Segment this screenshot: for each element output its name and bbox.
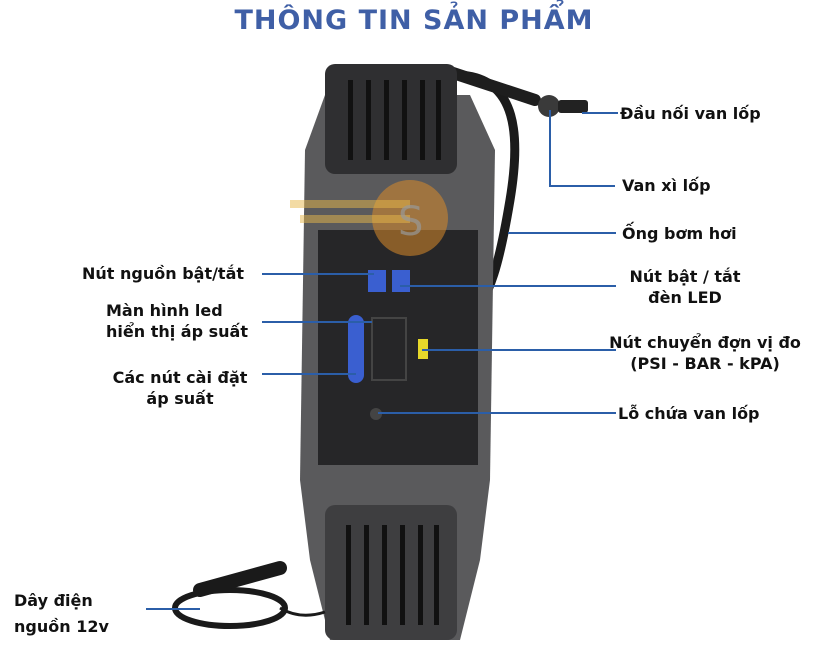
label-led-screen-line2: hiển thị áp suất: [106, 322, 248, 341]
leader-line-power-button: [262, 273, 374, 275]
label-power-cord-line2: nguồn 12v: [14, 617, 109, 636]
label-valve-storage: Lỗ chứa van lốp: [618, 404, 760, 423]
label-led-button: Nút bật / tắt đèn LED: [610, 266, 760, 308]
leader-line-air-hose: [508, 232, 616, 234]
leader-line-valve-nozzle-h: [549, 185, 615, 187]
label-power-button: Nút nguồn bật/tắt: [82, 264, 245, 283]
label-pressure-buttons: Các nút cài đặt áp suất: [100, 367, 260, 409]
label-pressure-buttons-line2: áp suất: [146, 389, 214, 408]
leader-line-led-button: [400, 285, 616, 287]
label-unit-button-line2: (PSI - BAR - kPA): [630, 354, 780, 373]
label-power-cord: Dây điện nguồn 12v: [14, 588, 109, 640]
label-led-screen-line1: Màn hình led: [106, 301, 223, 320]
leader-line-valve-storage: [378, 412, 616, 414]
label-unit-button-line1: Nút chuyển đợn vị đo: [609, 333, 801, 352]
label-unit-button: Nút chuyển đợn vị đo (PSI - BAR - kPA): [600, 332, 810, 374]
label-power-cord-line1: Dây điện: [14, 591, 93, 610]
leader-line-pressure-buttons: [262, 373, 356, 375]
svg-text:S: S: [398, 199, 423, 245]
label-pressure-buttons-line1: Các nút cài đặt: [112, 368, 248, 387]
label-led-button-line2: đèn LED: [648, 288, 722, 307]
leader-line-led-screen: [262, 321, 372, 323]
leader-line-valve-nozzle-v: [549, 110, 551, 186]
label-valve-connector: Đầu nối van lốp: [620, 104, 761, 123]
label-led-button-line1: Nút bật / tắt: [629, 267, 741, 286]
label-valve-nozzle: Van xì lốp: [622, 176, 711, 195]
label-air-hose: Ống bơm hơi: [622, 224, 737, 243]
label-led-screen: Màn hình led hiển thị áp suất: [106, 300, 248, 342]
leader-line-valve-connector: [582, 112, 618, 114]
page-title: THÔNG TIN SẢN PHẨM: [234, 5, 594, 36]
leader-line-unit-button: [422, 349, 616, 351]
leader-line-power-cord: [146, 608, 200, 610]
